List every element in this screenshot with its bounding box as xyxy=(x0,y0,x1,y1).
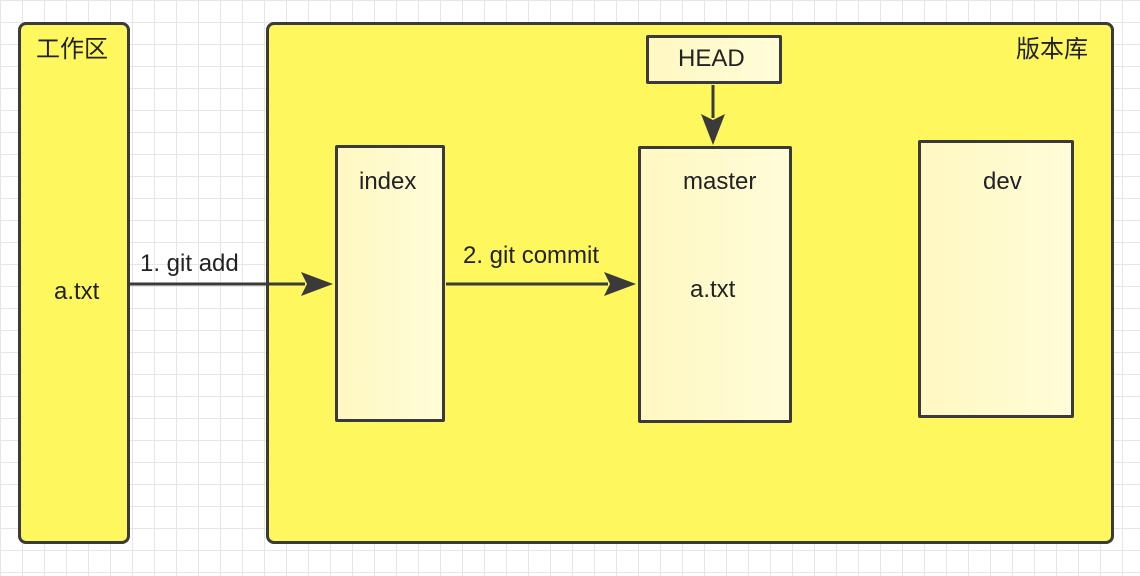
index-label: index xyxy=(359,168,417,195)
workspace-file: a.txt xyxy=(54,278,100,305)
dev-label: dev xyxy=(983,168,1022,195)
head-box xyxy=(646,35,782,84)
repository-title: 版本库 xyxy=(1016,36,1088,63)
workspace-title: 工作区 xyxy=(36,36,108,63)
git-add-label: 1. git add xyxy=(140,250,239,277)
master-label: master xyxy=(683,168,757,195)
index-box xyxy=(335,145,445,422)
workspace-box xyxy=(18,22,130,544)
master-file: a.txt xyxy=(690,276,736,303)
master-box xyxy=(638,146,792,423)
git-commit-arrow xyxy=(446,272,636,296)
dev-box xyxy=(918,140,1074,418)
git-add-arrow xyxy=(130,272,333,296)
git-commit-label: 2. git commit xyxy=(463,242,600,269)
head-arrow xyxy=(701,85,725,145)
head-label: HEAD xyxy=(678,45,745,72)
